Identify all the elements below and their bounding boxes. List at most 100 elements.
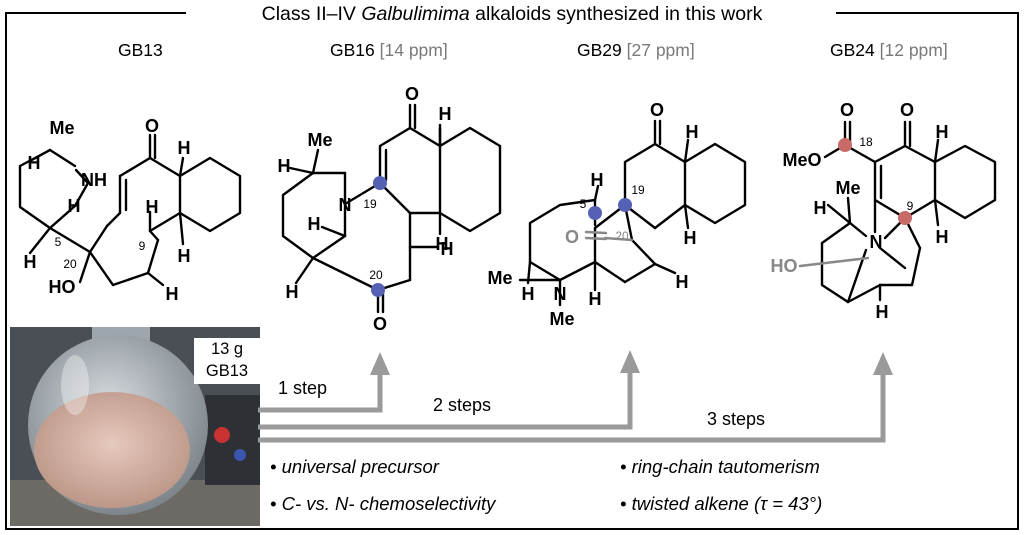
gb24-h-ring: H (936, 227, 949, 247)
gb29-n-label: N (554, 284, 567, 304)
gb29-h-top: H (686, 122, 699, 142)
photo-caption-compound: GB13 (205, 362, 249, 380)
photo-red-knob (214, 427, 230, 443)
gb24-n-label: N (870, 232, 883, 252)
figure-title: Class II–IV Galbulimima alkaloids synthe… (261, 3, 763, 25)
gb29-labels: O H H H O Me H N H Me H (487, 100, 698, 329)
gb16-labels: O H Me H N H H H H O (278, 84, 454, 334)
gb13-h-lower: H (166, 284, 179, 304)
flask-glare (61, 355, 89, 415)
arrow-2-head (620, 350, 640, 373)
arrow-3-steps-line (258, 372, 886, 443)
gb29-h-bottom: H (589, 289, 602, 309)
bullet-twisted-alkene: • twisted alkene (τ = 43°) (620, 493, 823, 514)
photo-blue-knob (234, 449, 246, 461)
gb16-highlight-19 (373, 176, 387, 190)
gb24-labels: O O H MeO Me H N H HO H (771, 100, 949, 322)
gb24-h-bottom: H (876, 302, 889, 322)
gb29-me-left: Me (487, 268, 512, 288)
gb13-structure (18, 133, 242, 287)
gb16-o-bottom: O (373, 314, 387, 334)
gb13-locant-20: 20 (63, 257, 77, 271)
gb29-highlight-5 (588, 206, 602, 220)
gb29-h-5: H (591, 170, 604, 190)
gb16-h-top: H (439, 104, 452, 124)
photo-caption-mass: 13 g (210, 340, 244, 358)
arrow-2-steps-line (258, 370, 633, 430)
step-label-1: 1 step (278, 378, 328, 398)
gb13-numbers: 5 20 9 (55, 235, 146, 271)
gb29-h-left: H (522, 284, 535, 304)
gb24-highlight-18 (838, 138, 852, 152)
arrow-1-head (370, 352, 390, 375)
gb24-me-label: Me (835, 178, 860, 198)
gb24-meo-label: MeO (782, 150, 821, 170)
bullet-chemoselectivity: • C- vs. N- chemoselectivity (270, 493, 496, 514)
gb13-locant-9: 9 (139, 239, 146, 253)
step-label-3: 3 steps (707, 409, 766, 429)
gb16-h-lower: H (441, 239, 454, 259)
gb24-locant-18: 18 (859, 135, 873, 149)
gb16-locant-19: 19 (363, 197, 377, 211)
photo-equipment (205, 395, 260, 485)
gb13-h-bottom: H (24, 252, 37, 272)
gb13-nh-label: NH (81, 170, 107, 190)
gb16-h-mid: H (308, 214, 321, 234)
gb29-locant-19: 19 (631, 183, 645, 197)
bullet-tautomerism: • ring-chain tautomerism (620, 456, 820, 477)
gb29-highlight-19 (618, 198, 632, 212)
gb16-me-label: Me (307, 130, 332, 150)
gb24-ho-label: HO (771, 256, 798, 276)
photo-caption: 13 g GB13 (194, 338, 260, 384)
gb16-highlight-20 (371, 283, 385, 297)
bullet-universal-precursor: • universal precursor (270, 456, 439, 477)
gb13-h-ring: H (178, 246, 191, 266)
gb13-me-label: Me (49, 118, 74, 138)
flask-powder (34, 392, 190, 508)
gb29-o-ketone: O (565, 227, 579, 247)
gb24-locant-9: 9 (907, 199, 914, 213)
gb24-highlight-9 (898, 211, 912, 225)
gb13-o-label: O (145, 116, 159, 136)
gb16-h-ring: H (436, 234, 449, 254)
gb13-labels: Me NH H H H HO O H H H H (24, 116, 191, 304)
gb29-h-ring: H (684, 228, 697, 248)
gb13-h-9: H (146, 197, 159, 217)
gb16-numbers: 19 20 (363, 197, 383, 282)
label-gb13: GB13 (118, 40, 163, 60)
gb24-h-top: H (936, 122, 949, 142)
label-gb29: GB29 [27 ppm] (577, 40, 695, 60)
gb24-h-left: H (814, 198, 827, 218)
gb16-locant-20: 20 (369, 268, 383, 282)
gb24-numbers: 18 9 (859, 135, 913, 213)
gb29-locant-20: 20 (615, 229, 629, 243)
arrow-3-head (873, 352, 893, 375)
gb24-o-ester: O (840, 100, 854, 120)
gb13-h-top: H (178, 138, 191, 158)
gb29-h-right: H (676, 272, 689, 292)
gb16-h-bottom: H (286, 282, 299, 302)
gb29-locant-5: 5 (580, 197, 587, 211)
gb24-structure (798, 120, 997, 304)
step-label-2: 2 steps (433, 395, 492, 415)
step-arrows (258, 370, 886, 443)
arrow-1-step-line (258, 372, 383, 413)
gb16-o-top: O (405, 84, 419, 104)
gb13-locant-5: 5 (55, 235, 62, 249)
label-gb16: GB16 [14 ppm] (330, 40, 448, 60)
gb29-me-n: Me (549, 309, 574, 329)
gb16-h-left: H (278, 156, 291, 176)
gb16-structure (281, 103, 502, 314)
gb29-numbers: 5 19 20 (580, 183, 645, 243)
gb13-ho-label: HO (49, 277, 76, 297)
label-gb24: GB24 [12 ppm] (830, 40, 948, 60)
gb13-h-left: H (28, 153, 41, 173)
flask-photo (10, 327, 260, 526)
gb16-n-label: N (339, 195, 352, 215)
title-backdrop (186, 0, 836, 24)
arrow-heads (370, 350, 893, 375)
gb29-structure (518, 119, 747, 307)
gb29-o-top: O (650, 100, 664, 120)
gb24-o-ketone: O (900, 100, 914, 120)
